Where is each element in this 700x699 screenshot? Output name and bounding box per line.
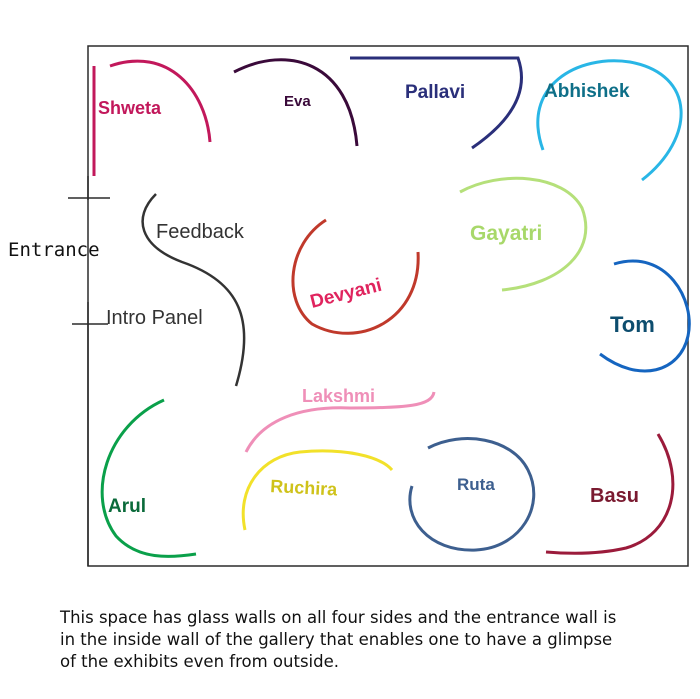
feedback-label: Feedback <box>156 221 245 243</box>
basu-label: Basu <box>590 485 639 507</box>
gayatri-exhibit-wall <box>459 176 588 292</box>
gayatri-label: Gayatri <box>470 222 542 245</box>
gallery-caption: This space has glass walls on all four s… <box>60 607 680 673</box>
eva-exhibit-wall <box>233 58 359 147</box>
intro-panel-label: Intro Panel <box>106 307 203 329</box>
eva-label: Eva <box>284 93 311 110</box>
pallavi-exhibit-wall <box>350 56 523 150</box>
tom-label: Tom <box>610 312 655 337</box>
ruta-exhibit-wall <box>408 437 536 552</box>
shweta-label: Shweta <box>98 98 162 118</box>
pallavi-label: Pallavi <box>405 82 465 103</box>
caption-line-2: in the inside wall of the gallery that e… <box>60 630 613 649</box>
basu-exhibit-wall <box>545 433 675 555</box>
devyani-label: Devyani <box>308 275 384 313</box>
feedback-wall <box>141 193 246 387</box>
entrance-label: Entrance <box>8 239 100 261</box>
abhishek-exhibit-wall <box>536 59 683 182</box>
lakshmi-exhibit-wall <box>244 391 436 453</box>
ruchira-label: Ruchira <box>270 476 339 500</box>
devyani-exhibit-wall <box>291 218 420 335</box>
caption-line-3: of the exhibits even from outside. <box>60 652 339 671</box>
ruta-label: Ruta <box>457 475 495 494</box>
arul-label: Arul <box>108 496 146 517</box>
lakshmi-label: Lakshmi <box>302 386 375 406</box>
ruchira-exhibit-wall <box>241 449 394 531</box>
shweta-exhibit-wall <box>109 59 212 143</box>
abhishek-label: Abhishek <box>544 81 630 102</box>
arul-exhibit-wall <box>100 398 197 558</box>
gallery-floor-plan: Entrance Feedback Intro Panel Shweta Eva… <box>8 45 691 567</box>
caption-line-1: This space has glass walls on all four s… <box>60 608 617 627</box>
tom-exhibit-wall <box>599 259 691 373</box>
